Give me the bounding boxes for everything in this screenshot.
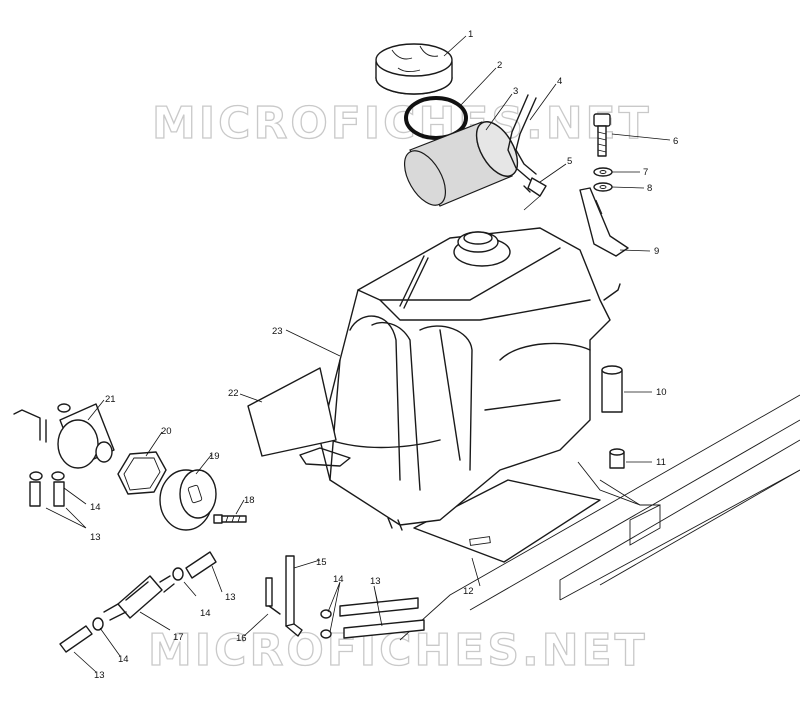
elbow-fitting: [265, 577, 281, 615]
fuel-pump: [13, 403, 115, 469]
callout-3: 3: [513, 86, 518, 97]
callout-13-pump: 13: [90, 532, 101, 543]
leader-lines: [45, 35, 671, 673]
straight-hoses: [339, 597, 425, 639]
callout-6: 6: [673, 136, 678, 147]
callout-9: 9: [654, 246, 659, 257]
washer-flat: [593, 167, 613, 177]
short-hoses-left: [29, 481, 65, 507]
washer-lock: [593, 182, 613, 192]
vent-hose: [507, 94, 537, 181]
callout-13-center: 13: [370, 576, 381, 587]
hose-clamp-center: [320, 609, 332, 639]
callout-22: 22: [228, 388, 239, 399]
callout-12: 12: [463, 586, 474, 597]
foam-filter: [403, 121, 519, 207]
spacer-tube: [601, 365, 623, 413]
bolt: [593, 113, 611, 157]
callout-14-center: 14: [333, 574, 344, 585]
callout-23: 23: [272, 326, 283, 337]
callout-21: 21: [105, 394, 116, 405]
bushing: [609, 448, 625, 469]
callout-14-filter: 14: [200, 608, 211, 619]
callout-20: 20: [161, 426, 172, 437]
fuel-line: [285, 555, 303, 637]
callout-19: 19: [209, 451, 220, 462]
tank-pad: [413, 479, 601, 563]
hose-segments-filter: [59, 551, 217, 653]
callout-11: 11: [656, 457, 666, 468]
callout-2: 2: [497, 60, 502, 71]
hose-clamp-left: [29, 471, 65, 481]
hex-nut: [117, 451, 167, 495]
callout-8: 8: [647, 183, 652, 194]
callout-17: 17: [173, 632, 184, 643]
callout-13-filter: 13: [225, 592, 236, 603]
callout-14-bottom: 14: [118, 654, 129, 665]
fuel-cap: [375, 43, 453, 95]
mounting-bracket: [579, 187, 629, 257]
callout-18: 18: [244, 495, 255, 506]
hose-clamp-filter: [92, 567, 184, 631]
callout-10: 10: [656, 387, 667, 398]
screw: [213, 514, 247, 524]
pump-mount-disc: [159, 469, 217, 531]
o-ring: [404, 96, 468, 140]
callout-15: 15: [316, 557, 327, 568]
callout-1: 1: [468, 29, 473, 40]
callout-16: 16: [236, 633, 247, 644]
callout-14-pump: 14: [90, 502, 101, 513]
watermark-top: MICROFICHES.NET: [152, 98, 652, 149]
fuel-tank: [299, 227, 621, 531]
vent-fitting: [523, 177, 547, 197]
callout-5: 5: [567, 156, 572, 167]
warning-label: [247, 367, 337, 457]
callout-13-bottom: 13: [94, 670, 105, 681]
fuel-filter: [103, 575, 175, 621]
callout-labels: 1 2 3 4 5 6 7 8 9 10 11 12 13 13 13 13 1…: [90, 29, 678, 681]
callout-7: 7: [643, 167, 648, 178]
callout-4: 4: [557, 76, 562, 87]
